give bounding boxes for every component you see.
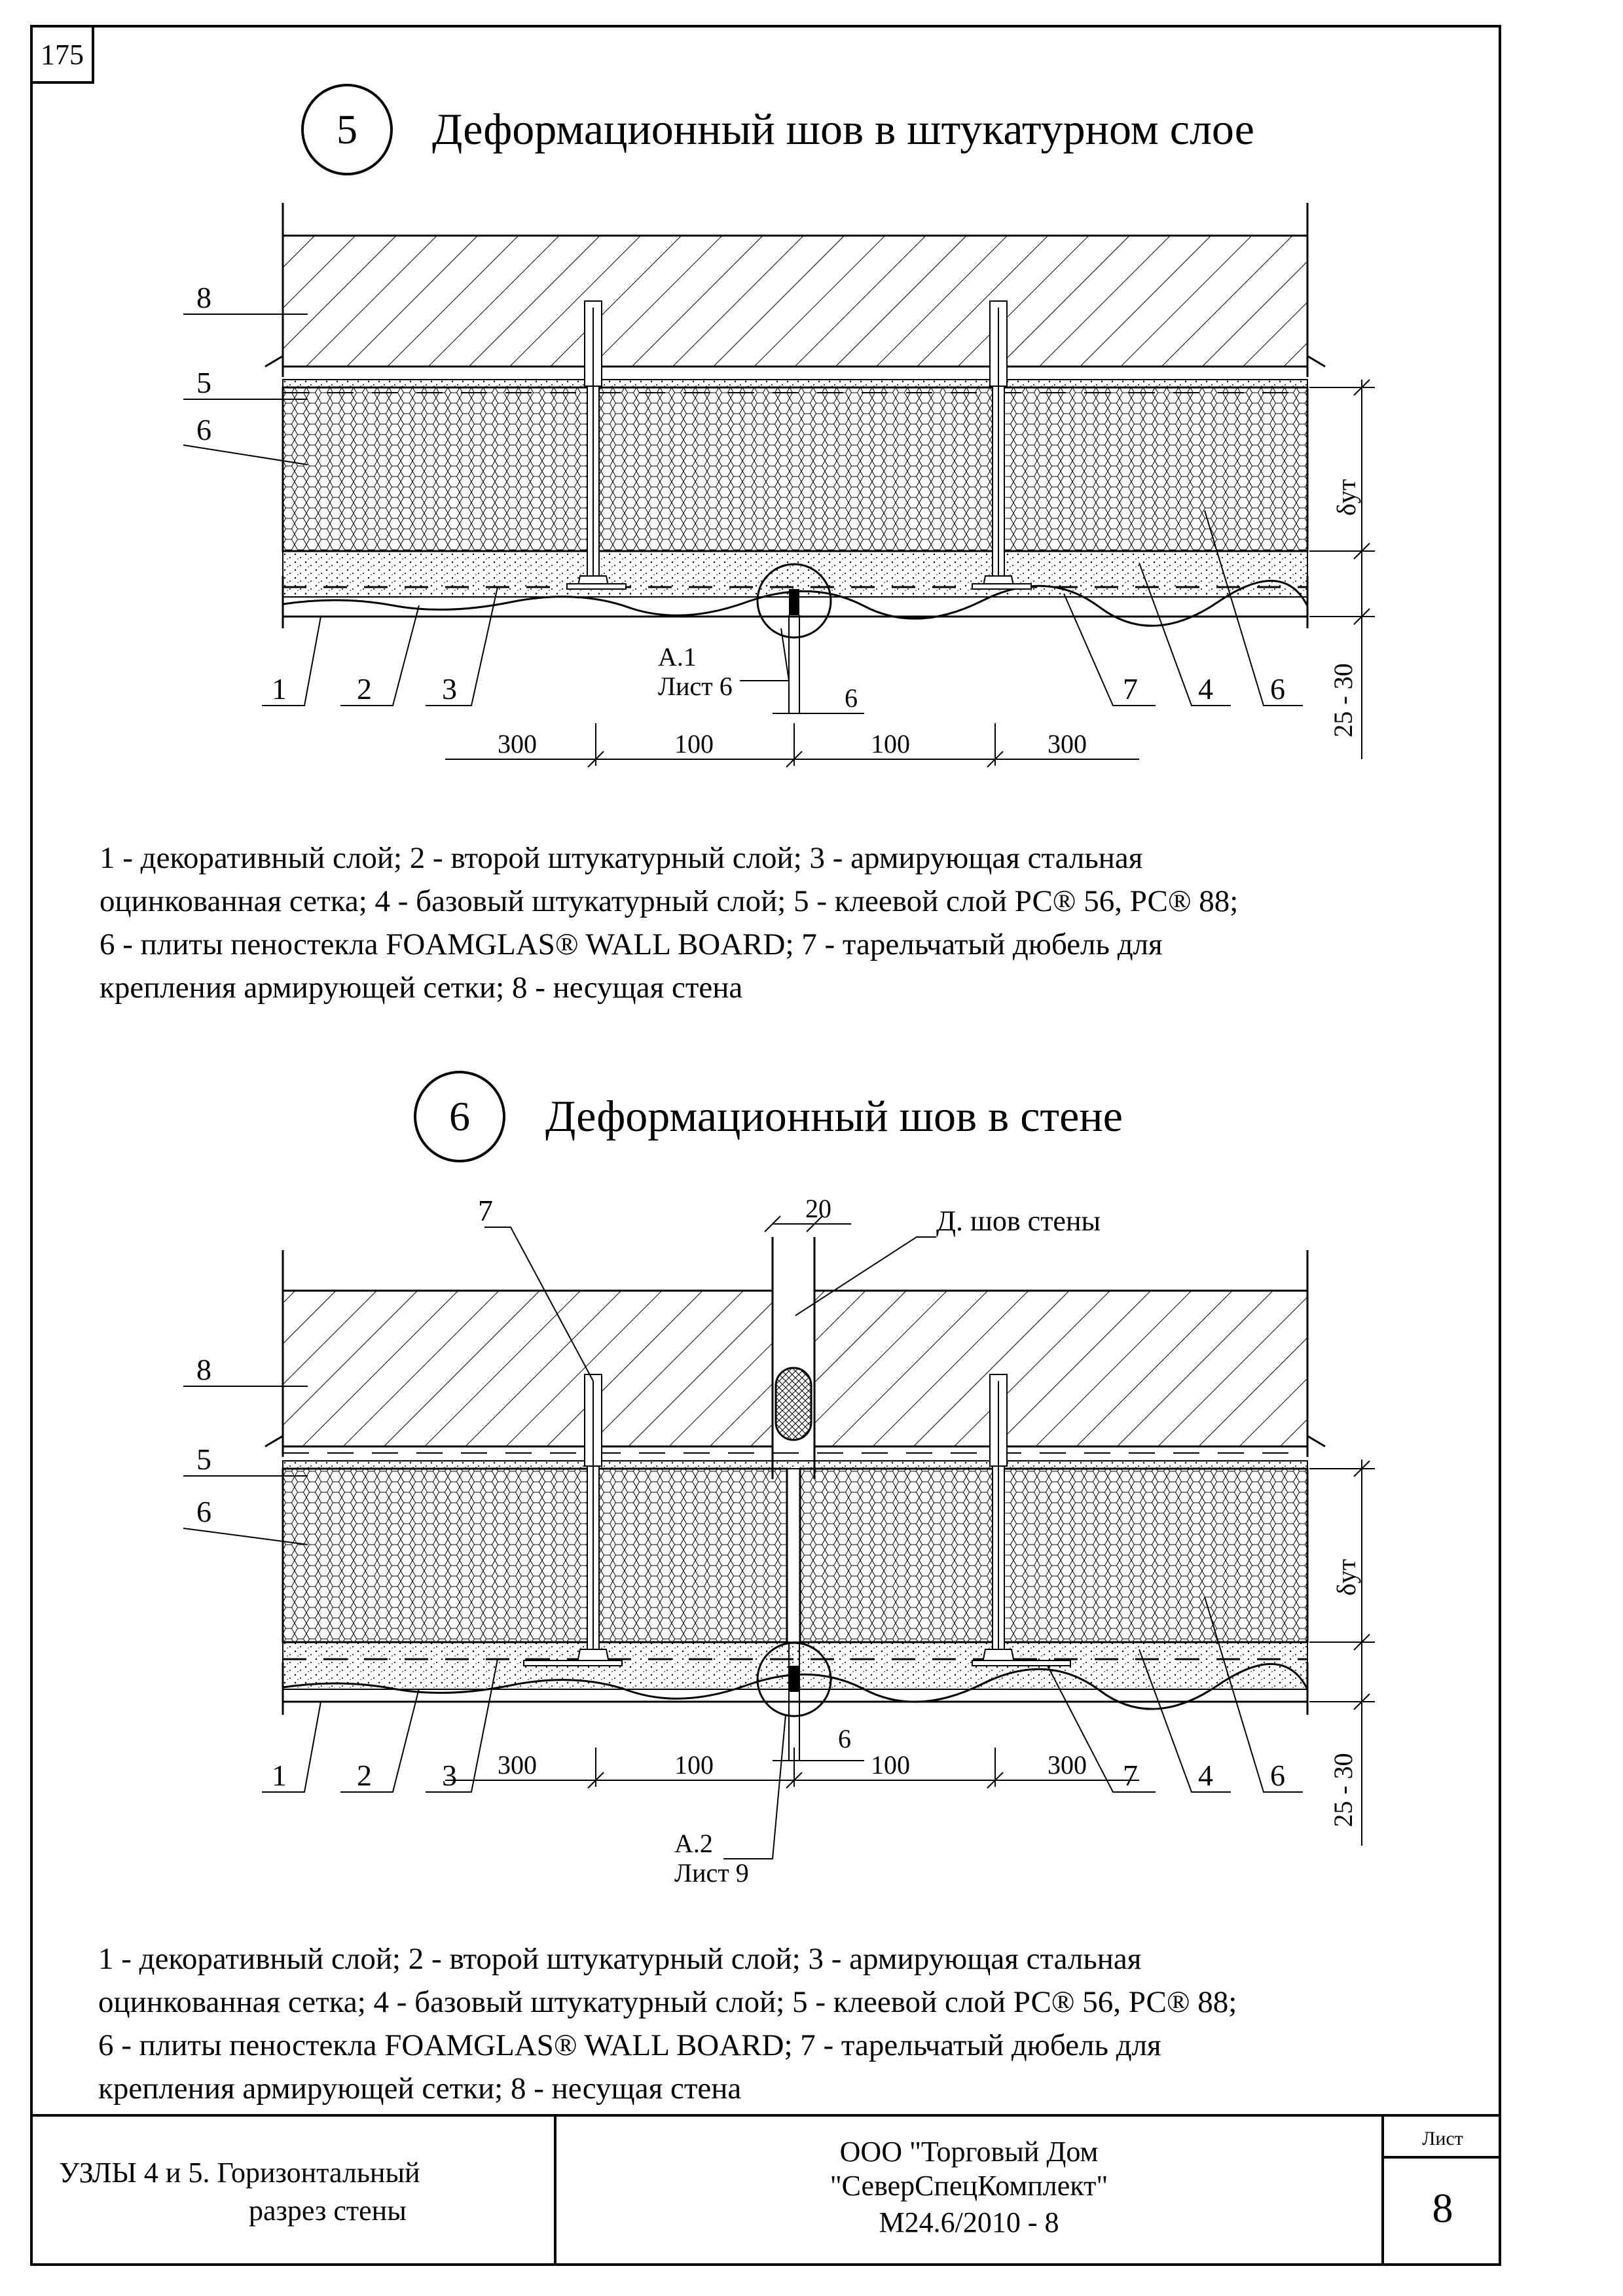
dim-100-left: 100 [674,729,714,759]
section-6-drawing: 8 5 6 7 20 Д. шов стены 1 2 3 7 4 6 6 30… [183,1194,1375,1885]
label-7-top: 7 [478,1194,493,1227]
label-6: 6 [196,1495,211,1528]
section-5-title: Деформационный шов в штукатурном слое [432,104,1254,154]
wall-joint-label: Д. шов стены [936,1205,1101,1237]
ref-a1: А.1 [658,642,697,672]
document-code: М24.6/2010 - 8 [879,2206,1059,2238]
label-2: 2 [357,672,372,706]
thickness-delta: δут [1332,1559,1361,1596]
legend-line: 1 - декоративный слой; 2 - второй штукат… [100,841,1143,875]
dim-300-right: 300 [1048,1750,1087,1780]
dim-300-left: 300 [498,729,537,759]
label-6b: 6 [1270,1759,1285,1792]
thickness-plaster: 25 - 30 [1328,1753,1358,1827]
legend-line: оцинкованная сетка; 4 - базовый штукатур… [100,884,1239,918]
label-7: 7 [1123,672,1138,706]
thickness-plaster: 25 - 30 [1328,663,1358,737]
legend-line: 1 - декоративный слой; 2 - второй штукат… [98,1942,1142,1976]
label-6b: 6 [1270,672,1285,706]
thickness-delta: δут [1332,479,1361,516]
legend-line: крепления армирующей сетки; 8 - несущая … [100,971,743,1005]
title-block-divider [554,2117,556,2263]
ref-sheet-6: Лист 6 [658,672,733,701]
sheet-label: Лист [1422,2128,1463,2149]
dim-100-right: 100 [871,1750,910,1780]
label-1: 1 [272,672,287,706]
label-6: 6 [196,413,211,446]
page-number: 175 [30,25,94,84]
company-line-2: "СеверСпецКомплект" [830,2170,1108,2202]
title-block-divider [1381,2117,1384,2263]
dim-100-right: 100 [871,729,910,759]
label-3: 3 [442,672,457,706]
label-5: 5 [196,366,211,399]
sheet-number: 8 [1432,2185,1453,2231]
label-5: 5 [196,1443,211,1476]
legend-line: оцинкованная сетка; 4 - базовый штукатур… [98,1985,1237,2019]
ref-sheet-9: Лист 9 [674,1858,749,1885]
ref-a2: А.2 [674,1829,713,1858]
dim-100-left: 100 [674,1750,714,1780]
dim-300-left: 300 [498,1750,537,1780]
label-7: 7 [1123,1759,1138,1792]
drawing-name-line-1: УЗЛЫ 4 и 5. Горизонтальный [59,2157,420,2189]
company-line-1: ООО "Торговый Дом [839,2136,1099,2168]
title-block: УЗЛЫ 4 и 5. Горизонтальный разрез стены … [30,2114,1501,2266]
section-5-number: 5 [301,84,393,175]
label-3: 3 [442,1759,457,1792]
section-5-legend: 1 - декоративный слой; 2 - второй штукат… [100,836,1402,1009]
title-block-divider [1381,2156,1501,2159]
section-6-number: 6 [414,1071,505,1162]
label-2: 2 [357,1759,372,1792]
legend-line: 6 - плиты пеностекла FOAMGLAS® WALL BOAR… [100,927,1163,961]
section-6-title: Деформационный шов в стене [545,1091,1123,1141]
label-4: 4 [1198,1759,1213,1792]
label-4: 4 [1198,672,1213,706]
joint-width: 6 [838,1724,851,1753]
drawing-name-line-2: разрез стены [249,2195,407,2227]
joint-width: 6 [845,683,858,713]
wall-joint-width: 20 [805,1194,831,1223]
section-6-legend: 1 - декоративный слой; 2 - второй штукат… [98,1937,1402,2110]
dim-300-right: 300 [1048,729,1087,759]
label-8: 8 [196,281,211,314]
section-5-drawing: 8 5 6 1 2 3 7 4 6 А.1 Лист 6 6 300 100 1… [183,203,1375,768]
legend-line: 6 - плиты пеностекла FOAMGLAS® WALL BOAR… [98,2028,1161,2062]
legend-line: крепления армирующей сетки; 8 - несущая … [98,2072,742,2106]
label-8: 8 [196,1353,211,1386]
label-1: 1 [272,1759,287,1792]
